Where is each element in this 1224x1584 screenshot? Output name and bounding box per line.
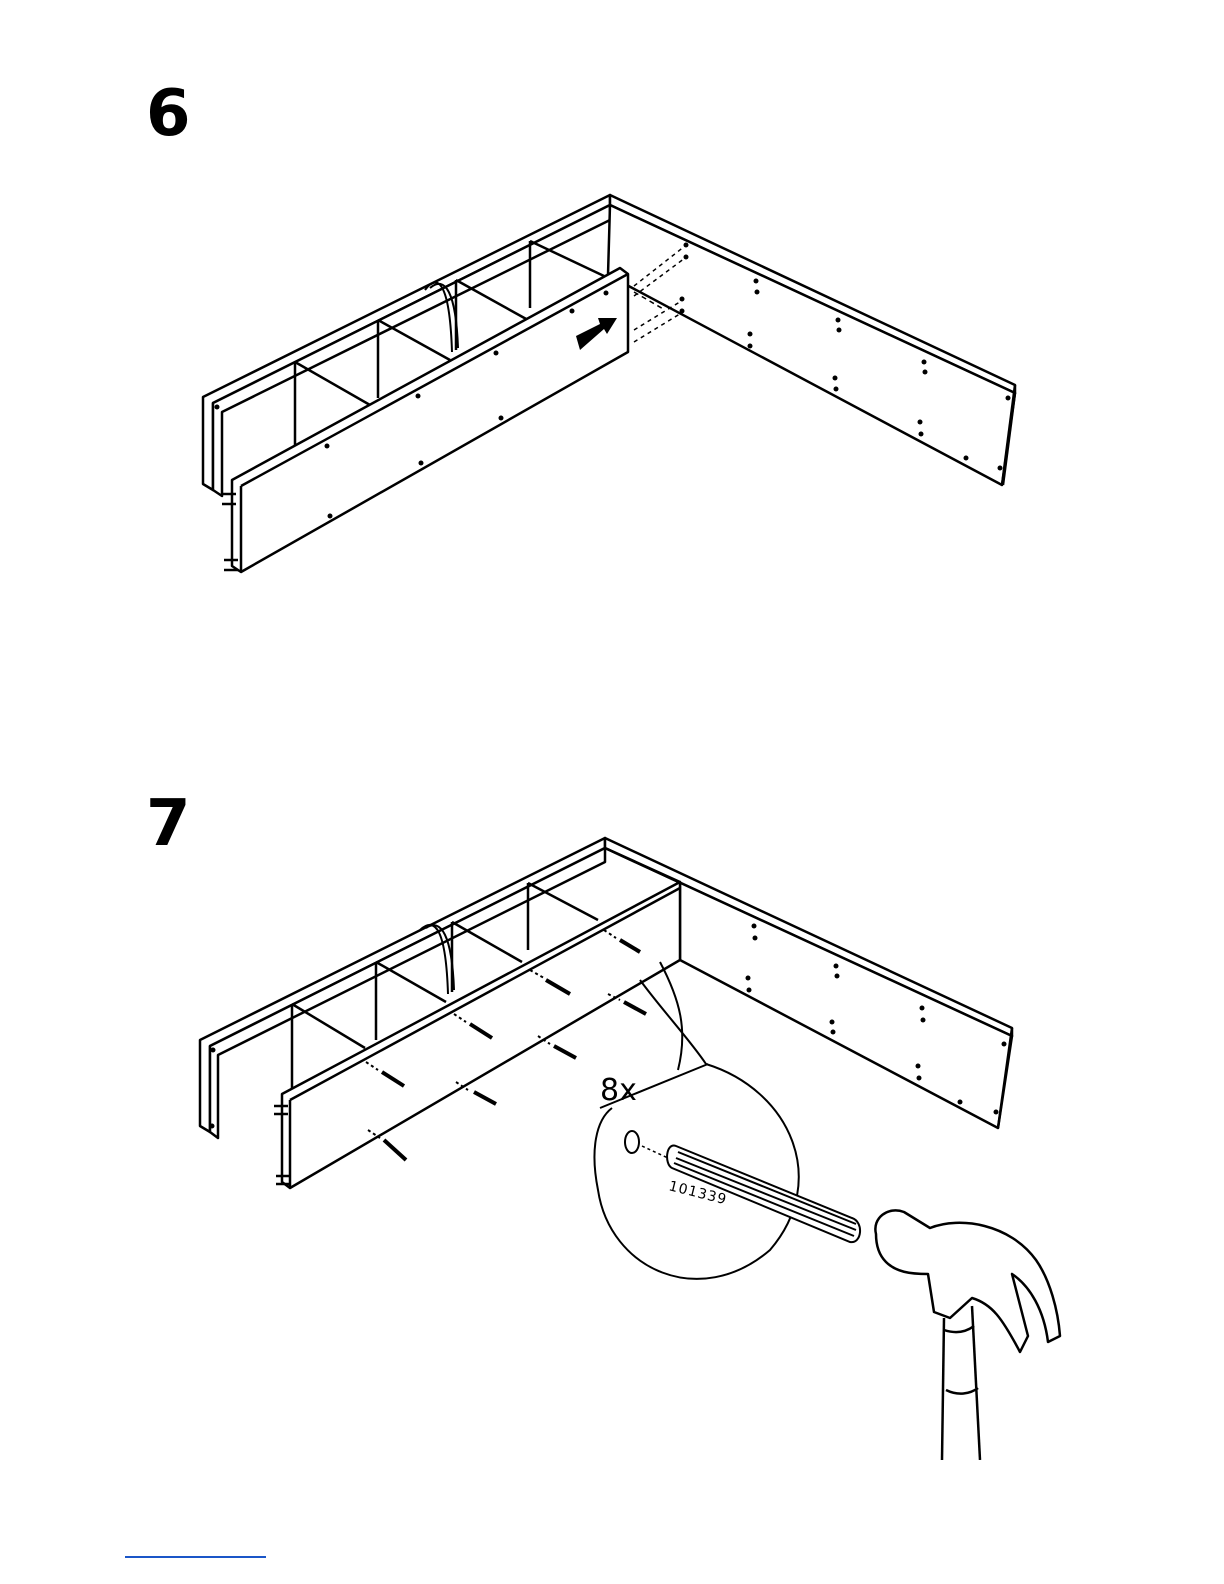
step-7-illustration: 8x 101339 — [0, 820, 1224, 1460]
step-6-illustration — [0, 180, 1224, 600]
footer-rule — [125, 1556, 266, 1558]
dowel-detail — [625, 1131, 668, 1158]
quantity-label: 8x — [600, 1073, 637, 1108]
hammer-icon — [875, 1210, 1060, 1460]
step-6-number: 6 — [146, 82, 191, 146]
